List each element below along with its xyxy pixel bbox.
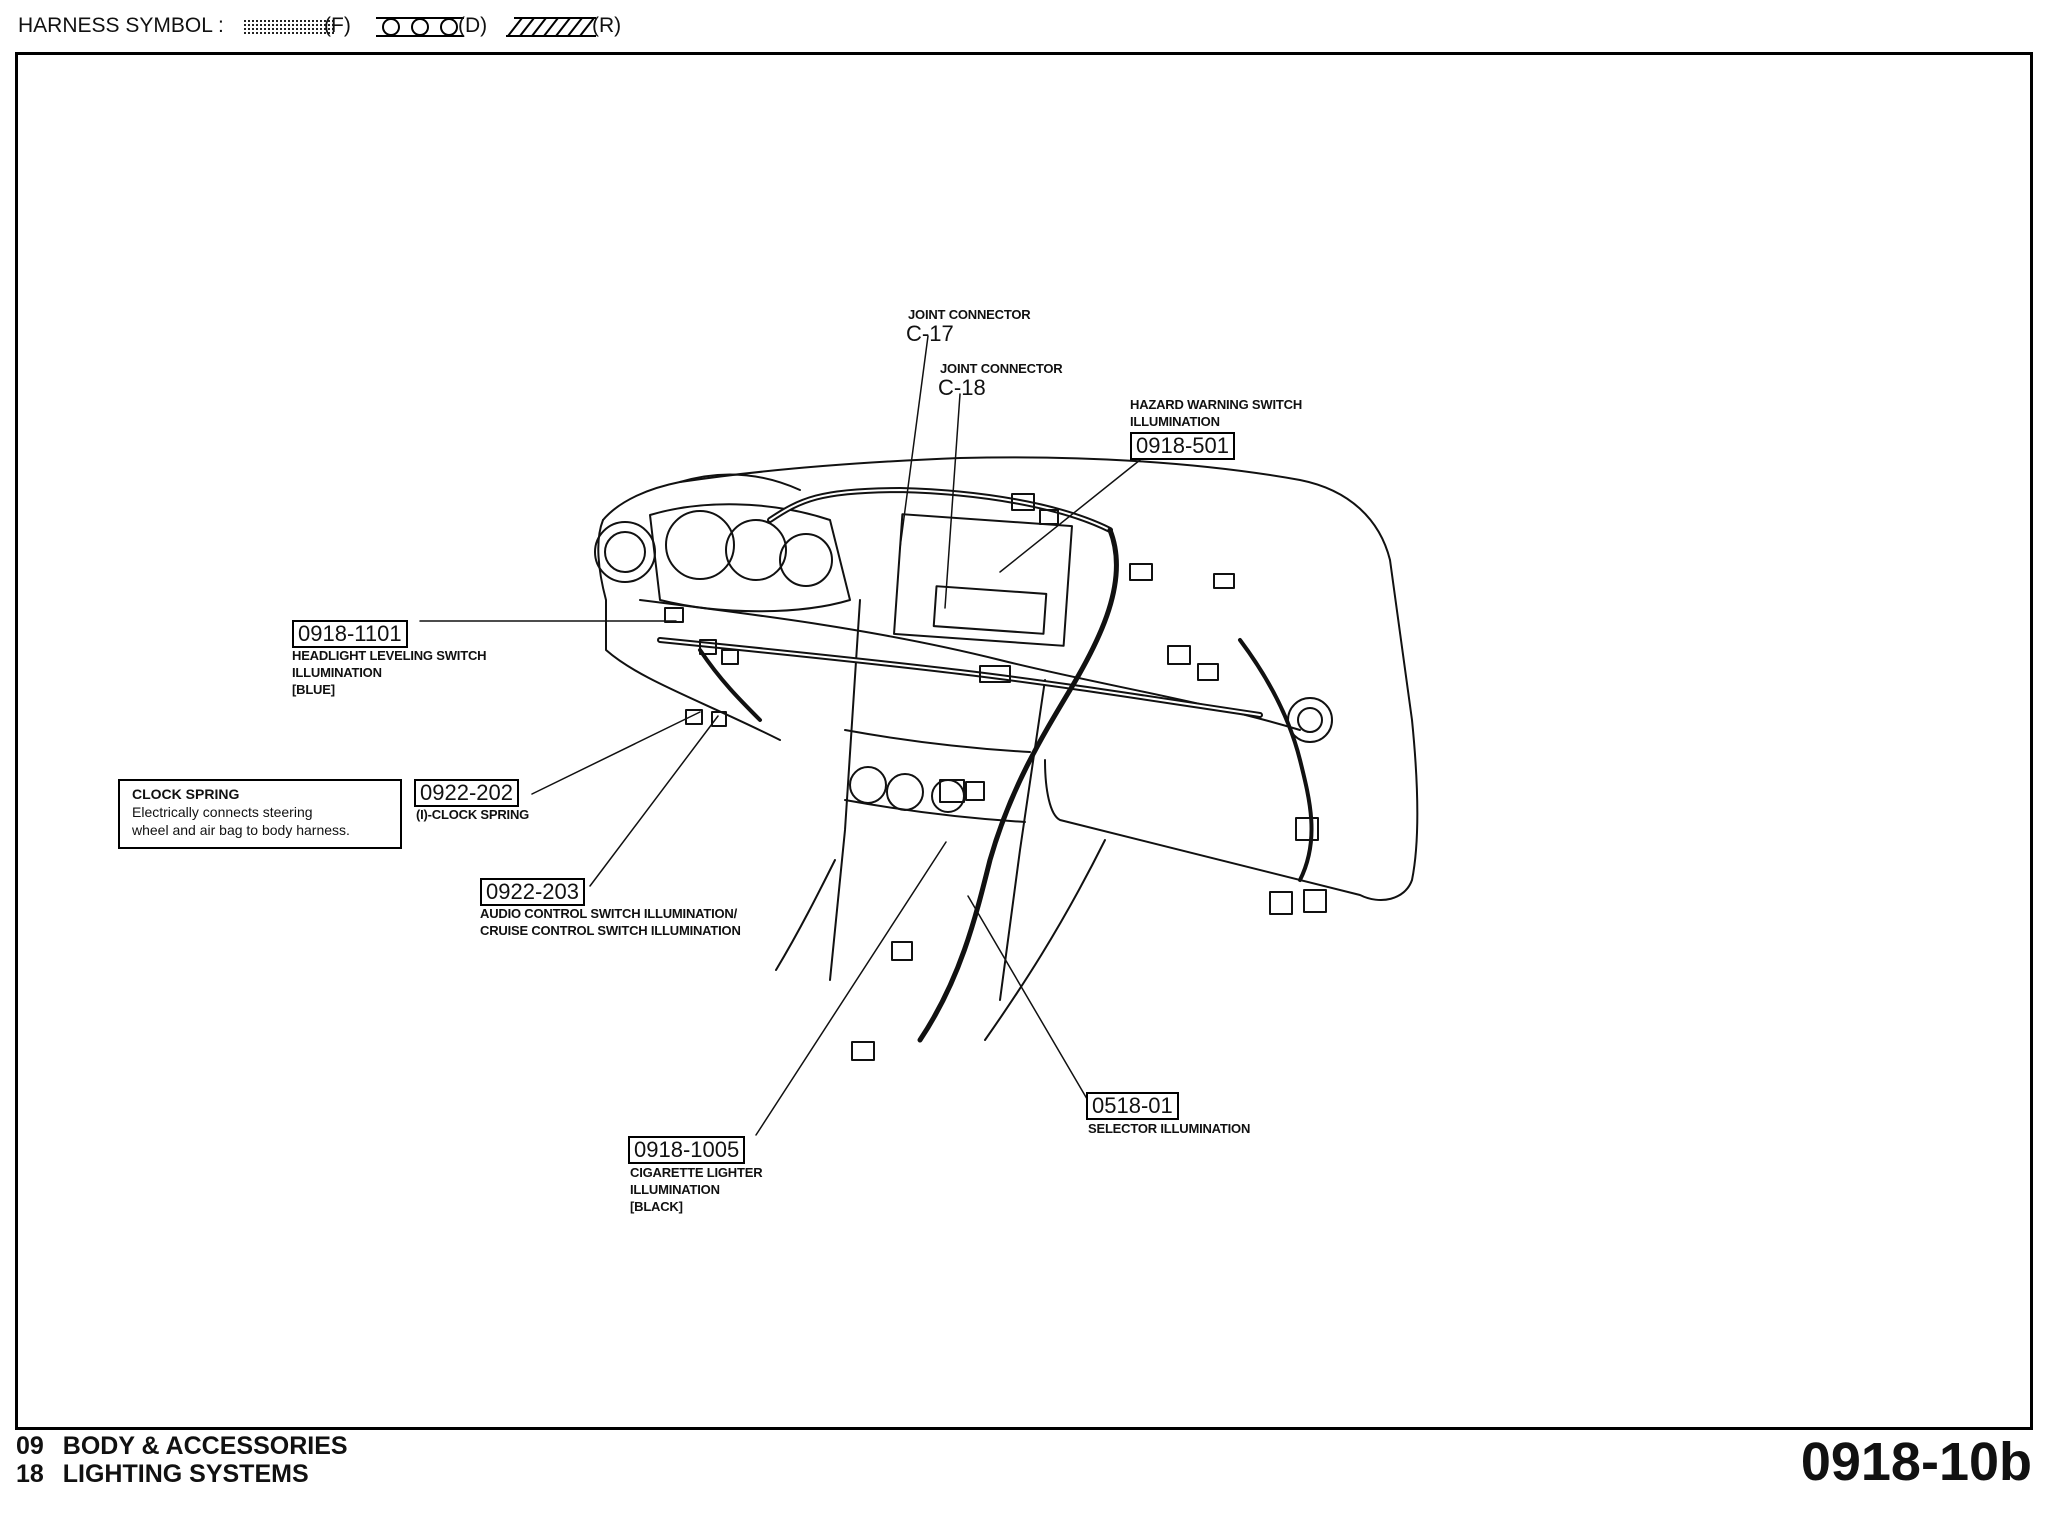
clock-spring-note: CLOCK SPRING Electrically connects steer… bbox=[118, 779, 402, 849]
footer-line1-text: BODY & ACCESSORIES bbox=[62, 1432, 348, 1460]
clock-spring-note-line1: Electrically connects steering bbox=[132, 804, 313, 820]
footer-section-line2: 18 LIGHTING SYSTEMS bbox=[16, 1460, 309, 1488]
audio-description-line2: CRUISE CONTROL SWITCH ILLUMINATION bbox=[480, 923, 741, 938]
cigarette-description-line2: ILLUMINATION bbox=[630, 1182, 720, 1197]
footer-line2-number: 18 bbox=[16, 1460, 44, 1488]
c17-description: JOINT CONNECTOR bbox=[908, 307, 1031, 322]
clock-spring-note-line2: wheel and air bag to body harness. bbox=[132, 822, 350, 838]
c18-description: JOINT CONNECTOR bbox=[940, 361, 1063, 376]
headlight-description-line1: HEADLIGHT LEVELING SWITCH bbox=[292, 648, 487, 663]
cigarette-code-box: 0918-1005 bbox=[628, 1136, 746, 1164]
footer-line1-number: 09 bbox=[16, 1432, 44, 1460]
footer-section-line1: 09 BODY & ACCESSORIES bbox=[16, 1432, 348, 1460]
audio-description-line1: AUDIO CONTROL SWITCH ILLUMINATION/ bbox=[480, 906, 738, 921]
selector-description: SELECTOR ILLUMINATION bbox=[1088, 1121, 1251, 1136]
hazard-description-line1: HAZARD WARNING SWITCH bbox=[1130, 397, 1303, 412]
audio-code-box: 0922-203 bbox=[480, 878, 585, 906]
legend-code-d: (D) bbox=[458, 14, 488, 37]
footer-line2-text: LIGHTING SYSTEMS bbox=[62, 1460, 309, 1488]
legend-code-f: (F) bbox=[324, 14, 351, 37]
hazard-description-line2: ILLUMINATION bbox=[1130, 414, 1220, 429]
cigarette-description-line1: CIGARETTE LIGHTER bbox=[630, 1165, 763, 1180]
c18-id: C-18 bbox=[938, 375, 986, 400]
circles-swatch-icon bbox=[376, 17, 464, 37]
diagram-frame bbox=[15, 52, 2033, 1430]
dotted-hatch-swatch-icon bbox=[244, 18, 334, 34]
selector-code-box: 0518-01 bbox=[1086, 1092, 1179, 1120]
clock-spring-description: (I)-CLOCK SPRING bbox=[416, 807, 530, 822]
hazard-code-box: 0918-501 bbox=[1130, 432, 1235, 460]
legend-prefix: HARNESS SYMBOL : bbox=[18, 14, 224, 37]
headlight-description-line3: [BLUE] bbox=[292, 682, 335, 697]
diagonal-hatch-swatch-icon bbox=[506, 17, 596, 37]
page-code: 0918-10b bbox=[1800, 1432, 2032, 1492]
legend-code-r: (R) bbox=[592, 14, 622, 37]
headlight-code-box: 0918-1101 bbox=[292, 620, 408, 648]
clock-spring-code-box: 0922-202 bbox=[414, 779, 519, 807]
c17-id: C-17 bbox=[906, 321, 954, 346]
clock-spring-note-title: CLOCK SPRING bbox=[132, 786, 240, 802]
cigarette-description-line3: [BLACK] bbox=[630, 1199, 683, 1214]
headlight-description-line2: ILLUMINATION bbox=[292, 665, 382, 680]
